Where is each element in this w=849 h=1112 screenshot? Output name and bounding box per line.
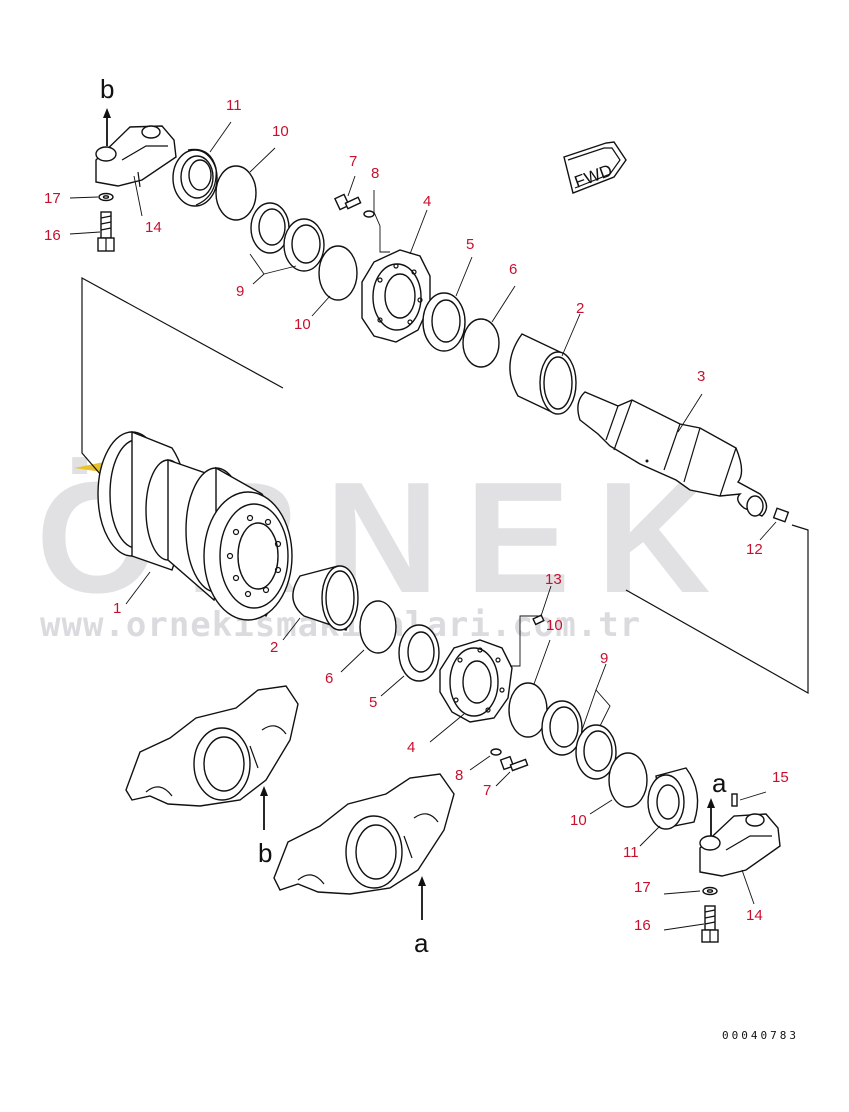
top-floating-seal-9 — [250, 202, 325, 272]
callout-7-mid: 7 — [483, 782, 491, 799]
callout-17-right: 17 — [634, 879, 651, 896]
callout-8-mid: 8 — [455, 767, 463, 784]
top-bushing-2 — [509, 333, 577, 415]
mid-washer-8 — [490, 748, 502, 756]
callout-2-mid: 2 — [270, 639, 278, 656]
right-bracket — [699, 798, 781, 877]
callout-5-mid: 5 — [369, 694, 377, 711]
top-o-ring-10a — [215, 165, 257, 221]
view-letter-b-top: b — [100, 74, 114, 104]
callout-7-top: 7 — [349, 153, 357, 170]
right-washer-17 — [702, 886, 718, 896]
callout-9-top: 9 — [236, 283, 244, 300]
callout-14-top: 14 — [145, 219, 162, 236]
callout-16-top: 16 — [44, 227, 61, 244]
callout-10-mid-b: 10 — [570, 812, 587, 829]
forward-direction-tag: FWD — [563, 141, 627, 194]
callout-5-top: 5 — [466, 236, 474, 253]
mid-collar-4 — [439, 639, 513, 723]
top-washer-8 — [363, 210, 375, 218]
top-collar-4 — [361, 249, 431, 343]
callout-4-mid: 4 — [407, 739, 415, 756]
callout-6-top: 6 — [509, 261, 517, 278]
mid-bushing-2 — [292, 565, 359, 631]
callout-13: 13 — [545, 571, 562, 588]
top-o-ring-10b — [318, 245, 358, 301]
view-letter-a-right: a — [712, 768, 727, 798]
leader-lines — [69, 121, 777, 931]
callout-9-mid: 9 — [600, 650, 608, 667]
callout-4-top: 4 — [423, 193, 431, 210]
frame-half-a — [273, 773, 455, 920]
callout-8-top: 8 — [371, 165, 379, 182]
plug-12 — [772, 507, 790, 523]
mid-plug-13 — [532, 614, 545, 626]
mid-o-ring-10b — [608, 752, 648, 808]
mid-o-ring-6 — [359, 600, 397, 654]
mid-seal-11 — [647, 767, 699, 830]
callout-10-top-a: 10 — [272, 123, 289, 140]
callout-11-top: 11 — [226, 97, 242, 114]
callout-10-mid-a: 10 — [546, 617, 563, 634]
callout-11-mid: 11 — [623, 844, 639, 861]
callout-labels: 14 17 16 11 10 9 10 7 8 4 5 6 2 3 12 1 2… — [44, 97, 789, 934]
shaft-3 — [577, 391, 768, 517]
mid-floating-seal-9 — [541, 700, 617, 780]
top-thrust-ring-5 — [422, 292, 466, 352]
callout-16-right: 16 — [634, 917, 651, 934]
frame-half-b — [125, 685, 299, 830]
callout-1: 1 — [113, 600, 121, 617]
assembly-reference-lines — [81, 276, 809, 695]
callout-17-top: 17 — [44, 190, 61, 207]
callout-14-right: 14 — [746, 907, 763, 924]
top-left-washer — [98, 192, 114, 202]
view-letter-a-bottom: a — [414, 928, 429, 958]
top-o-ring-6 — [462, 318, 500, 368]
mid-o-ring-10a — [508, 682, 548, 738]
track-roller-1 — [97, 430, 293, 621]
top-bolt-7 — [334, 193, 362, 211]
drawing-code: 00040783 — [722, 1029, 799, 1042]
mid-bolt-7 — [499, 755, 529, 772]
right-pin-15 — [731, 793, 738, 807]
callout-3: 3 — [697, 368, 705, 385]
callout-12: 12 — [746, 541, 763, 558]
callout-2-top: 2 — [576, 300, 584, 317]
top-seal-11 — [172, 148, 218, 207]
right-bolt-16 — [701, 905, 719, 943]
mid-thrust-ring-5 — [398, 624, 440, 682]
view-letter-b-bottom: b — [258, 838, 272, 868]
top-left-bracket — [95, 108, 177, 188]
callout-10-top-b: 10 — [294, 316, 311, 333]
callout-6-mid: 6 — [325, 670, 333, 687]
top-left-bolt — [97, 211, 115, 252]
callout-15: 15 — [772, 769, 789, 786]
